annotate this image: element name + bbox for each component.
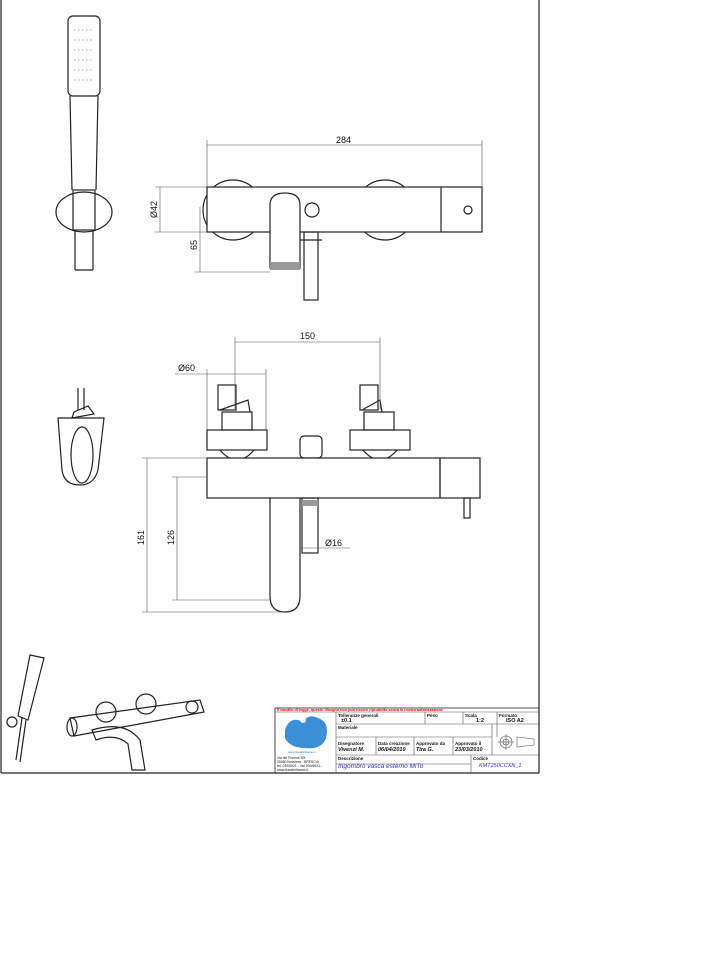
hand-shower-side-view (57, 388, 105, 486)
address-line: Via dei Fiorenti 3/5 (277, 756, 306, 760)
approved-by-value: Tira G. (416, 747, 434, 753)
copyright-warning: Il cambio di legge, questo disegno non p… (277, 708, 444, 712)
dim-126: 126 (166, 530, 176, 545)
address-line: 25080 Nuvolera - BRESCIA (277, 760, 319, 764)
dim-284: 284 (336, 135, 351, 145)
dim-65: 65 (189, 240, 199, 250)
approved-on-label: Approvato il (455, 741, 482, 746)
company-logo (285, 716, 327, 749)
hand-shower-top-view (55, 15, 113, 271)
description-label: Descrizione (338, 756, 364, 761)
designer-label: Disegnatore (338, 741, 365, 746)
approved-by-label: Approvato da (416, 741, 446, 746)
projection-symbol-icon (498, 734, 535, 750)
weight-label: Peso (427, 713, 438, 718)
mixer-front-view (206, 384, 481, 613)
scale-value: 1:2 (476, 718, 484, 724)
tolerance-label: Tolleranze generali (338, 713, 379, 718)
mixer-top-view (202, 179, 483, 301)
description-value: Ingombro vasca esterno MiTo (338, 763, 424, 770)
address-line: tel. 030/6921... fax 030/6921... (277, 764, 323, 768)
code-label: Codice (473, 756, 489, 761)
front-dimension-lines (142, 337, 381, 613)
created-label: Data creazione (378, 741, 410, 746)
address-line: www.lineabeltrame.it (277, 768, 309, 772)
top-dimension-lines (155, 140, 483, 273)
dim-150: 150 (300, 331, 315, 341)
code-value: KMT250CCXN_1 (479, 763, 522, 769)
approved-on-value: 23/03/2010 (455, 747, 483, 753)
company-address: Via dei Fiorenti 3/5 25080 Nuvolera - BR… (277, 756, 323, 772)
format-label: Formato (499, 713, 517, 718)
scale-label: Scala (465, 713, 477, 718)
format-value: ISO A2 (506, 718, 524, 724)
created-value: 06/04/2010 (378, 747, 406, 753)
dim-diameter-16: Ø16 (325, 538, 342, 548)
tolerance-value: ±0.1 (341, 718, 352, 724)
company-url: www.lineabeltrame.it (288, 750, 316, 754)
isometric-view (6, 654, 205, 771)
designer-value: Vivenzi M. (338, 747, 365, 753)
title-block-grid (274, 707, 540, 774)
dim-161: 161 (136, 530, 146, 545)
material-label: Materiale (338, 725, 358, 730)
dim-diameter-42: Ø42 (149, 201, 159, 218)
dim-diameter-60: Ø60 (178, 363, 195, 373)
